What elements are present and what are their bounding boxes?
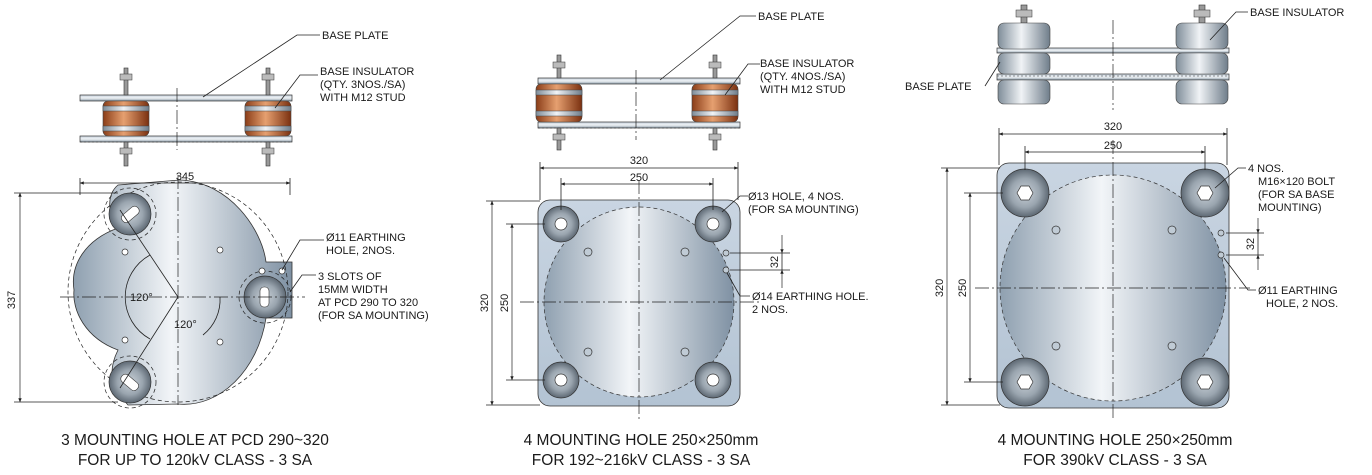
p3-dim-gap: 32 — [1245, 238, 1257, 250]
p3-earthing-label-1: Ø11 EARTHING — [1258, 285, 1338, 297]
p2-dim-outer-w: 320 — [630, 155, 648, 167]
p3-dim-outer-w: 320 — [1104, 121, 1122, 133]
p1-slots-label-4: (FOR SA MOUNTING) — [318, 310, 429, 322]
p2-insulator-label-2: (QTY. 4NOS./SA) — [760, 71, 845, 83]
p3-earthing-label-2: HOLE, 2 NOS. — [1266, 298, 1338, 310]
p2-base-plate-label: BASE PLATE — [758, 11, 824, 23]
p1-insulator-label-2: (QTY. 3NOS./SA) — [320, 79, 405, 91]
p1-angle-a: 120° — [130, 292, 153, 304]
p3-base-plate-label: BASE PLATE — [905, 81, 971, 93]
p2-caption-line-1: 4 MOUNTING HOLE 250×250mm — [524, 432, 759, 449]
p2-earthing-label-1: Ø14 EARTHING HOLE. — [752, 291, 869, 303]
panel-3-side-view — [984, 4, 1248, 110]
p1-slots-label-1: 3 SLOTS OF — [318, 271, 382, 283]
p2-insulator-label-1: BASE INSULATOR — [760, 58, 854, 70]
slot-pad-bottom — [103, 355, 157, 409]
p1-insulator-label-3: WITH M12 STUD — [320, 92, 406, 104]
small-holes — [1051, 225, 1225, 351]
p1-earthing-label-1: Ø11 EARTHING — [326, 232, 406, 244]
p3-bolt-label-3: (FOR SA BASE — [1258, 189, 1334, 201]
p3-dim-outer-h: 320 — [934, 279, 946, 297]
insulator-right — [1175, 4, 1229, 105]
insulator-left — [997, 4, 1051, 105]
p1-angle-b: 120° — [174, 319, 197, 331]
panel-2-side-view — [535, 15, 760, 151]
p1-base-plate-label: BASE PLATE — [322, 30, 388, 42]
p2-insulator-label-3: WITH M12 STUD — [760, 84, 846, 96]
insulator-left — [535, 54, 583, 151]
insulator-right — [244, 67, 292, 167]
insulator-left — [102, 67, 150, 167]
p1-insulator-label-1: BASE INSULATOR — [320, 66, 414, 78]
p2-dim-inner-w: 250 — [630, 172, 648, 184]
p2-dim-outer-h: 320 — [479, 294, 491, 312]
small-holes — [121, 246, 286, 346]
p3-dim-inner-h: 250 — [957, 279, 969, 297]
bolt-pads — [1000, 168, 1230, 407]
p1-earthing-label-2: HOLE, 2NOS. — [326, 245, 395, 257]
p2-hole-label-1: Ø13 HOLE, 4 NOS. — [748, 191, 844, 203]
p1-caption-line-2: FOR UP TO 120kV CLASS - 3 SA — [78, 452, 313, 469]
p1-slots-label-2: 15MM WIDTH — [318, 284, 388, 296]
insulator-leader — [274, 74, 318, 109]
panel-2-plan-view — [486, 162, 790, 420]
p3-bolt-label-4: MOUNTING) — [1258, 202, 1322, 214]
p3-caption-line-1: 4 MOUNTING HOLE 250×250mm — [998, 432, 1233, 449]
p3-bolt-label-2: M16×120 BOLT — [1258, 176, 1335, 188]
p2-earthing-label-2: 2 NOS. — [752, 304, 788, 316]
p3-insulator-label: BASE INSULATOR — [1250, 7, 1344, 19]
small-holes — [583, 247, 730, 357]
p2-dim-inner-h: 250 — [499, 294, 511, 312]
p2-hole-label-2: (FOR SA MOUNTING) — [748, 204, 859, 216]
panel-1-plan-view — [14, 175, 324, 409]
slot-pad-top — [103, 187, 157, 241]
p3-dim-inner-w: 250 — [1104, 140, 1122, 152]
p2-caption-line-2: FOR 192~216kV CLASS - 3 SA — [532, 452, 751, 469]
p1-dim-width: 345 — [176, 171, 194, 183]
panel-3-plan-view — [941, 128, 1264, 420]
p1-caption-line-1: 3 MOUNTING HOLE AT PCD 290~320 — [61, 432, 329, 449]
mount-pads — [542, 205, 732, 399]
p2-dim-gap: 32 — [769, 256, 781, 268]
p1-dim-height: 337 — [6, 291, 18, 309]
panel-1-side-view — [79, 34, 320, 167]
base-plate-leader — [202, 34, 320, 98]
insulator-right — [691, 54, 739, 151]
p3-caption-line-2: FOR 390kV CLASS - 3 SA — [1023, 452, 1207, 469]
p1-slots-label-3: AT PCD 290 TO 320 — [318, 297, 418, 309]
p3-bolt-label-1: 4 NOS. — [1248, 163, 1284, 175]
